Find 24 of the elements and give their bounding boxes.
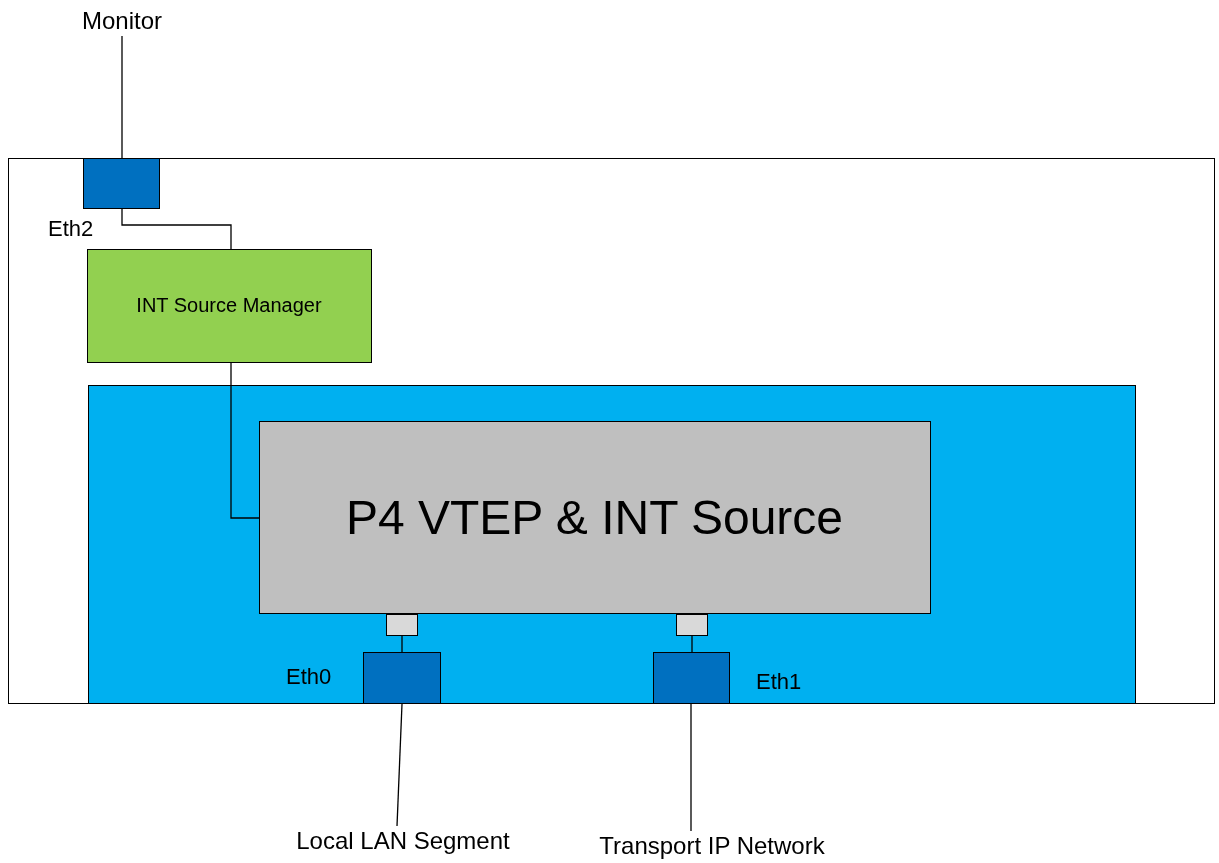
eth0-port — [362, 651, 441, 704]
eth1-port — [652, 651, 730, 704]
eth2-port — [82, 157, 160, 209]
port-label: Eth0 — [286, 664, 332, 690]
node-text: Local LAN Segment — [296, 827, 510, 855]
manager-box — [86, 248, 372, 363]
port-label: Eth1 — [756, 669, 802, 695]
connector-block — [675, 613, 708, 636]
nic-box — [87, 384, 1136, 704]
connector-block — [385, 613, 418, 636]
connector-line — [396, 703, 403, 827]
connector-line — [401, 635, 403, 653]
vtep-box — [258, 420, 931, 614]
connector-line — [121, 208, 232, 250]
node-text: Transport IP Network — [599, 832, 825, 860]
host-box — [8, 158, 1215, 704]
connector-line — [230, 362, 260, 519]
node-text: Monitor — [82, 7, 162, 35]
node-text: P4 VTEP & INT Source — [345, 489, 844, 545]
connector-line — [691, 635, 693, 653]
connector-line — [121, 35, 123, 159]
connector-line — [690, 703, 692, 832]
port-label: Eth2 — [48, 216, 94, 242]
node-text: INT Source Manager — [136, 294, 322, 317]
